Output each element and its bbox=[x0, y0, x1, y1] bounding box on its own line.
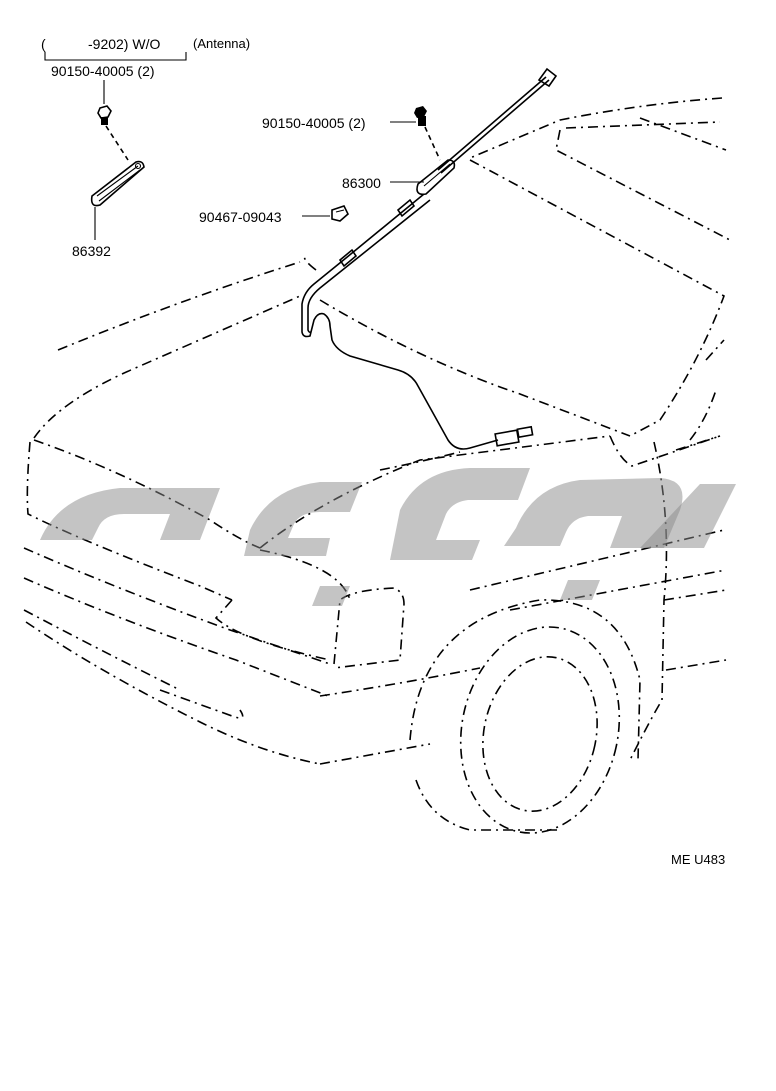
header-bracket-open: ( bbox=[41, 36, 46, 52]
antenna-cable bbox=[301, 193, 499, 450]
clip-icon bbox=[331, 205, 349, 222]
part-group-antenna: 90150-40005 (2) 86300 90467-09043 bbox=[199, 106, 441, 225]
vehicle-outline bbox=[23, 97, 731, 834]
header-bracket-line bbox=[44, 52, 187, 61]
install-guide-line bbox=[105, 125, 129, 161]
header-condition: (Antenna) bbox=[193, 36, 250, 51]
antenna-assembly bbox=[301, 67, 558, 450]
cable-clamp bbox=[338, 248, 358, 268]
antenna-mast bbox=[437, 76, 547, 171]
part-group-cover: 90150-40005 (2) 86392 bbox=[51, 63, 155, 259]
cable-clamp bbox=[396, 198, 416, 218]
antenna-tip-icon bbox=[537, 67, 558, 88]
antenna-base bbox=[416, 159, 456, 196]
part-label-90150-40005-left: 90150-40005 (2) bbox=[51, 63, 155, 79]
watermark bbox=[40, 468, 736, 606]
part-label-90467-09043: 90467-09043 bbox=[199, 209, 282, 225]
part-label-86392: 86392 bbox=[72, 243, 111, 259]
header-range: -9202) W/O bbox=[88, 36, 160, 52]
part-label-90150-40005-right: 90150-40005 (2) bbox=[262, 115, 366, 131]
bolt-icon bbox=[97, 105, 112, 125]
install-guide-line bbox=[424, 126, 441, 161]
antenna-plug-icon bbox=[494, 425, 534, 447]
diagram-code: ME U483 bbox=[671, 852, 725, 867]
bolt-icon bbox=[414, 106, 427, 126]
header-note: ( -9202) W/O (Antenna) bbox=[41, 36, 250, 61]
antenna-hole-cover-icon bbox=[90, 160, 145, 207]
part-label-86300: 86300 bbox=[342, 175, 381, 191]
